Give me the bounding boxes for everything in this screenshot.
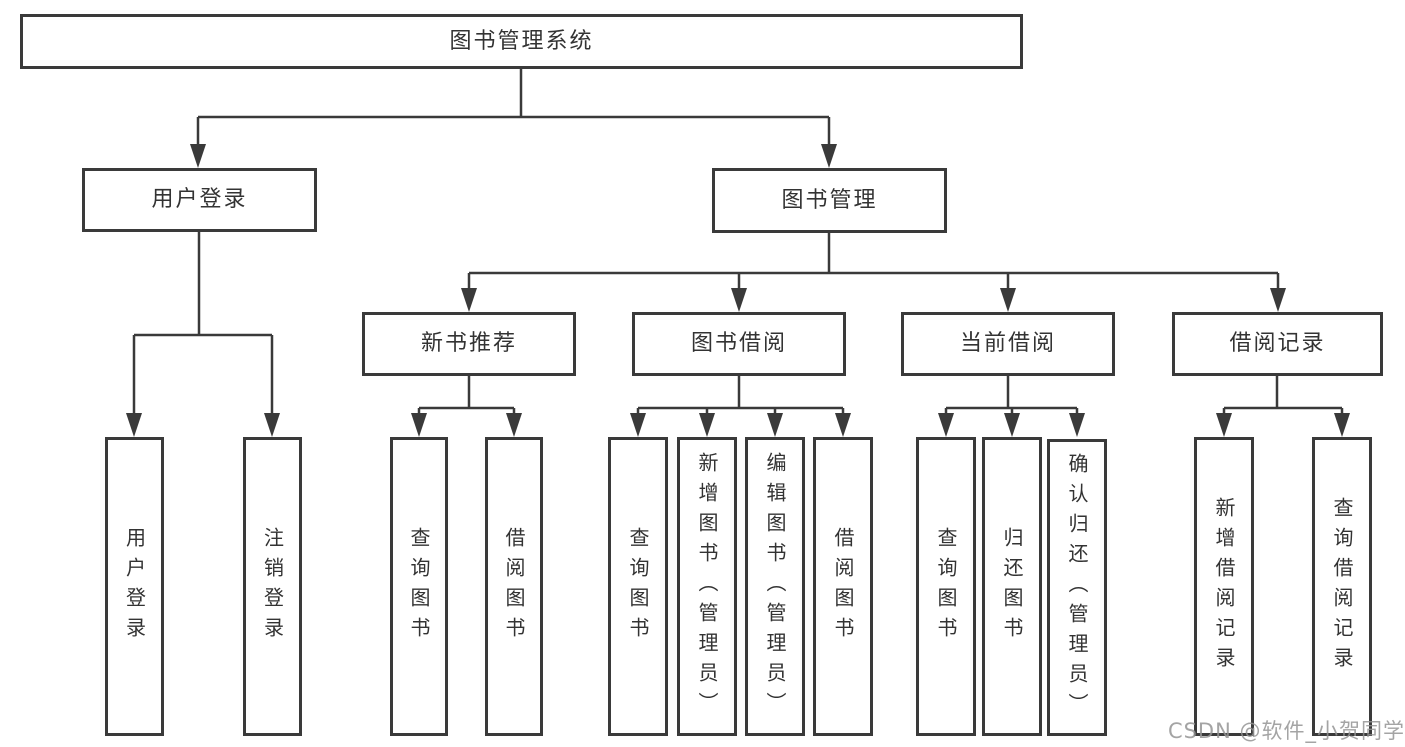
leaf-borrow-books: 借阅图书 <box>485 437 543 736</box>
node-new-book-recommend: 新书推荐 <box>362 312 576 376</box>
leaf-add-borrow-record: 新增借阅记录 <box>1194 437 1254 736</box>
csdn-watermark: CSDN @软件_小贺同学 <box>1167 719 1405 743</box>
leaf-add-book-admin: 新增图书（管理员） <box>677 437 737 736</box>
leaf-confirm-return-admin: 确认归还（管理员） <box>1047 439 1107 736</box>
node-root: 图书管理系统 <box>20 14 1023 69</box>
node-book-borrow: 图书借阅 <box>632 312 846 376</box>
node-book-management: 图书管理 <box>712 168 947 233</box>
leaf-edit-book-admin: 编辑图书（管理员） <box>745 437 805 736</box>
leaf-query-borrow-record: 查询借阅记录 <box>1312 437 1372 736</box>
leaf-query-books: 查询图书 <box>608 437 668 736</box>
node-user-login: 用户登录 <box>82 168 317 232</box>
leaf-query-books: 查询图书 <box>916 437 976 736</box>
leaf-return-book: 归还图书 <box>982 437 1042 736</box>
leaf-logout: 注销登录 <box>243 437 302 736</box>
leaf-user-login: 用户登录 <box>105 437 164 736</box>
leaf-borrow-books: 借阅图书 <box>813 437 873 736</box>
node-borrow-records: 借阅记录 <box>1172 312 1383 376</box>
leaf-query-books: 查询图书 <box>390 437 448 736</box>
node-current-borrow: 当前借阅 <box>901 312 1115 376</box>
